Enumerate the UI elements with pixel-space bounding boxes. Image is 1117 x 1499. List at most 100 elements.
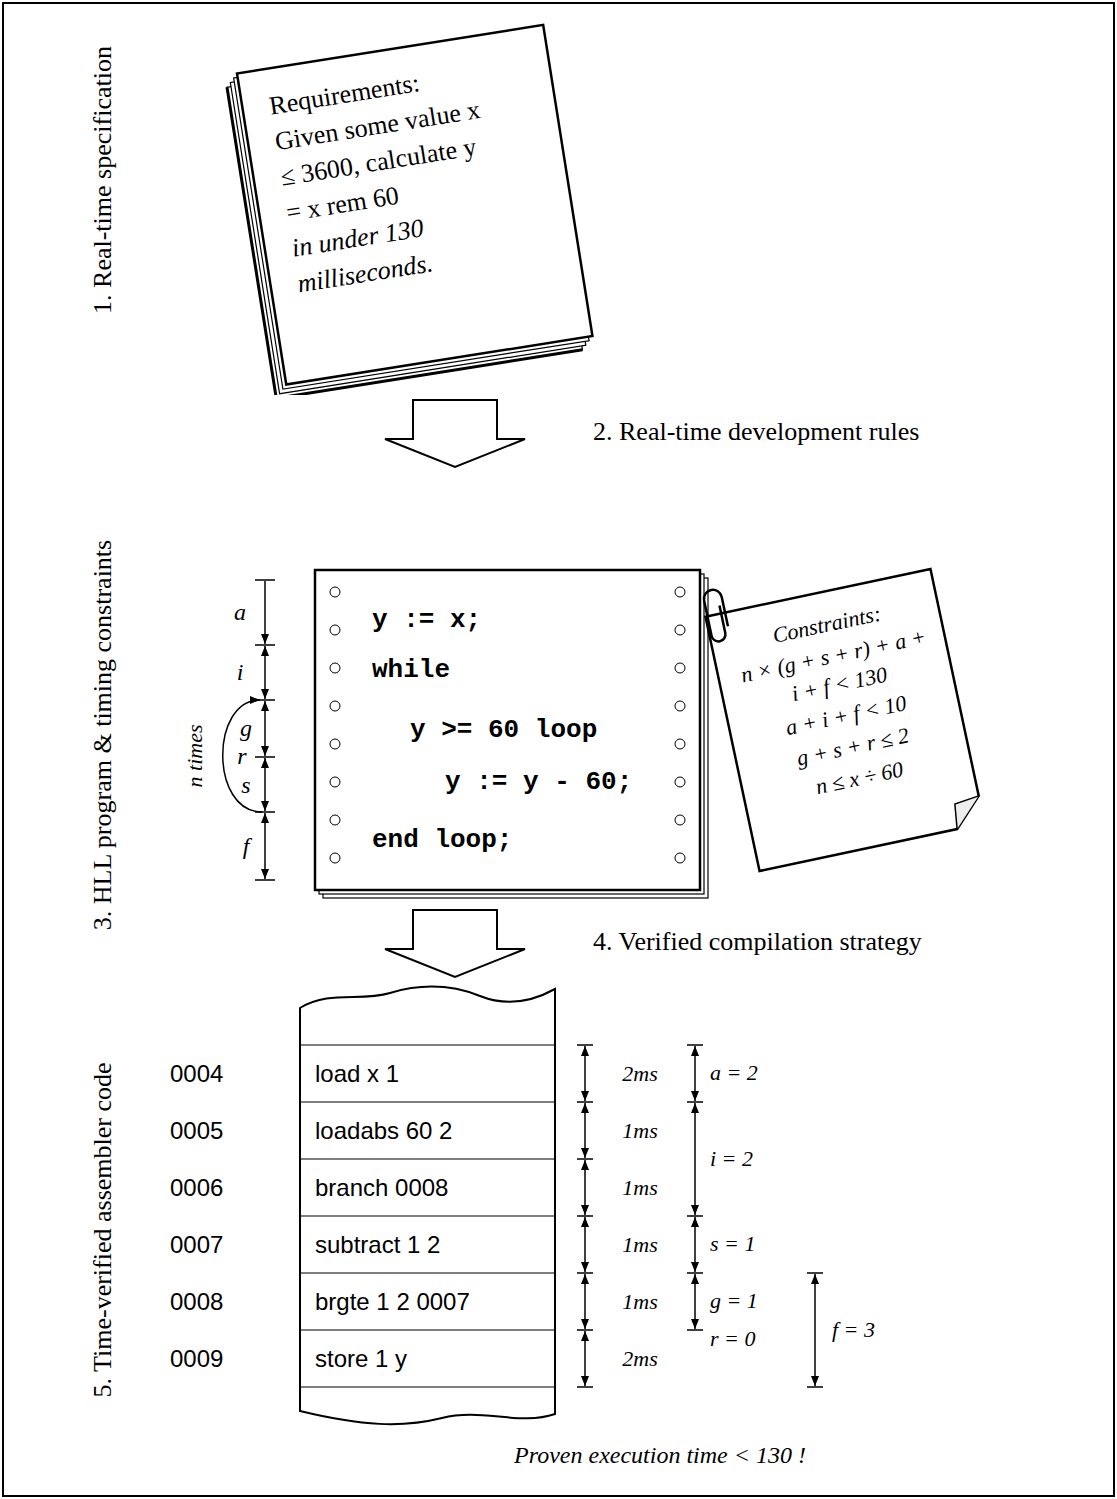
address-label: 0008 (170, 1287, 223, 1316)
tick (577, 1386, 593, 1388)
tick (577, 1272, 593, 1274)
tick (577, 1158, 593, 1160)
span-arrow (584, 1331, 586, 1386)
instruction-row: 0009store 1 y (165, 1330, 555, 1387)
tick (577, 1329, 593, 1331)
book-group (225, 25, 594, 395)
address-label: 0007 (170, 1230, 223, 1259)
timing-variable: i (237, 659, 244, 686)
flow-arrow (385, 910, 525, 977)
instruction-row: 0007subtract 1 2 (165, 1216, 555, 1273)
timing-value: r = 0 (710, 1326, 755, 1352)
note-sheet (705, 569, 984, 871)
span-arrow (584, 1217, 586, 1272)
instruction-text: branch 0008 (315, 1173, 448, 1202)
feed-hole (330, 853, 340, 863)
requirements-book: Requirements: Given some value x ≤ 3600,… (205, 20, 615, 395)
code-line: y := y - 60; (445, 767, 632, 797)
span-arrow (694, 1103, 696, 1215)
instruction-row: 0008 brgte 1 2 0007 (165, 1273, 555, 1330)
span-arrow (264, 758, 266, 811)
tick (255, 756, 275, 758)
tick (255, 879, 275, 881)
tape-outline (300, 987, 555, 1425)
span-arrow (694, 1274, 696, 1329)
feed-hole (675, 701, 685, 711)
code-line: while (372, 655, 450, 685)
timing-value: f = 3 (832, 1317, 875, 1343)
feed-hole (675, 815, 685, 825)
tick (687, 1329, 703, 1331)
loop-arrow (223, 700, 262, 812)
tick (687, 1101, 703, 1103)
tick (255, 644, 275, 646)
tick (687, 1272, 703, 1274)
timing-value: i = 2 (710, 1146, 753, 1172)
address-label: 0004 (170, 1059, 223, 1088)
tick (577, 1101, 593, 1103)
address-label: 0005 (170, 1116, 223, 1145)
timing-variable: s (241, 772, 250, 799)
program-brackets (223, 580, 275, 880)
feed-hole (675, 587, 685, 597)
constraints-note: Constraints:n × (g + s + r) + a + i + f … (700, 560, 990, 880)
instruction-time: 1ms (622, 1289, 657, 1315)
feed-hole (330, 739, 340, 749)
feed-hole (675, 739, 685, 749)
row-line (300, 1215, 555, 1216)
instruction-row: 0006 branch 0008 (165, 1159, 555, 1216)
instruction-text: store 1 y (315, 1344, 407, 1373)
instruction-time: 2ms (622, 1061, 657, 1087)
span-arrow (584, 1046, 586, 1101)
address-label: 0006 (170, 1173, 223, 1202)
span-arrow (694, 1046, 696, 1101)
flow-arrow (385, 400, 525, 467)
stage-label: 1. Real-time specification (88, 46, 118, 314)
instruction-time: 2ms (622, 1346, 657, 1372)
stage-label: 3. HLL program & timing constraints (88, 540, 118, 930)
row-line (300, 1272, 555, 1273)
feed-hole (675, 663, 685, 673)
timing-variable: f (243, 833, 250, 860)
note-fold (951, 796, 984, 829)
span-arrow (264, 813, 266, 879)
requirement-text: Requirements: Given some value x ≤ 3600,… (267, 55, 502, 231)
program-listing: y := x;whiley >= 60 loopy := y - 60;end … (300, 470, 720, 905)
row-lines (300, 1045, 555, 1387)
timing-variable: r (237, 743, 246, 770)
instruction-row: 0004load x 1 (165, 980, 555, 1102)
row-line (300, 1386, 555, 1387)
instruction-time: 1ms (622, 1175, 657, 1201)
span-arrow (264, 701, 266, 756)
tick (687, 1044, 703, 1046)
note-group (700, 560, 984, 871)
feed-hole (675, 853, 685, 863)
row-line (300, 1101, 555, 1102)
feed-hole (330, 663, 340, 673)
book-cover (237, 25, 592, 385)
timing-variable: a (234, 599, 246, 626)
span-arrow (584, 1160, 586, 1215)
timing-value: s = 1 (710, 1231, 755, 1257)
span-arrow (264, 646, 266, 699)
timing-value: g = 1 (710, 1288, 758, 1314)
row-line (300, 1329, 555, 1330)
tick (807, 1272, 823, 1274)
book-spine (227, 39, 582, 395)
timing-variable: g (240, 715, 252, 742)
tick (687, 1215, 703, 1217)
feed-hole (330, 701, 340, 711)
book-text: Requirements: Given some value x ≤ 3600,… (178, 0, 642, 425)
feed-hole (675, 625, 685, 635)
feed-hole (330, 777, 340, 787)
instruction-row: 0005 loadabs 60 2 (165, 1102, 555, 1159)
instruction-text: brgte 1 2 0007 (315, 1287, 470, 1316)
book-text-box: Requirements: Given some value x ≤ 3600,… (267, 55, 513, 302)
span-arrow (814, 1274, 816, 1386)
tick (577, 1044, 593, 1046)
row-line (300, 1158, 555, 1159)
instruction-text: loadabs 60 2 (315, 1116, 452, 1145)
code-line: y >= 60 loop (410, 715, 597, 745)
proof-note: Proven execution time < 130 ! (514, 1442, 806, 1469)
